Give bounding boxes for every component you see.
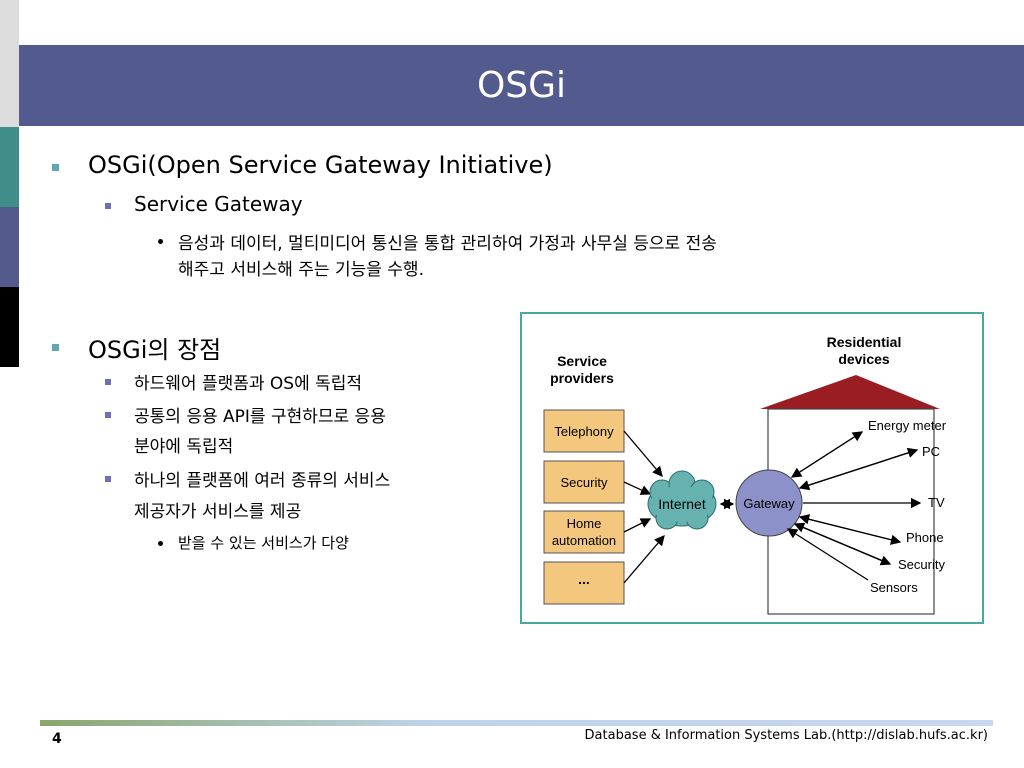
bullet-square-small — [105, 412, 111, 418]
device-tv: TV — [928, 495, 945, 510]
provider-more-label: ... — [578, 571, 590, 587]
provider-box-security — [543, 460, 625, 504]
device-phone: Phone — [906, 530, 944, 545]
sub-bullet-providers-line1: 하나의 플랫폼에 여러 종류의 서비스 — [134, 471, 391, 491]
detail-line-1: 음성과 데이터, 멀티미디어 통신을 통합 관리하여 가정과 사무실 등으로 전… — [178, 234, 717, 254]
bullet-square — [52, 344, 59, 351]
sub-bullet-providers-line2: 제공자가 서비스를 제공 — [134, 502, 302, 522]
house-roof — [760, 375, 940, 409]
footer-divider — [40, 720, 993, 726]
bullet-dot — [158, 239, 163, 244]
decor-strip-indigo — [0, 207, 19, 287]
footer-lab-name: Database & Information Systems Lab.(http… — [584, 728, 988, 743]
gateway-label: Gateway — [743, 496, 795, 511]
arrow-telephony-internet — [623, 430, 663, 477]
residential-title-2: devices — [838, 351, 890, 367]
device-energy-meter: Energy meter — [868, 418, 947, 433]
bullet-square-small — [105, 203, 111, 209]
osgi-architecture-figure: Service providers Residential devices Te… — [520, 312, 984, 624]
arrow-phone-gateway — [798, 514, 901, 543]
figure-diagram: Service providers Residential devices Te… — [543, 334, 947, 615]
detail-line-2: 해주고 서비스해 주는 기능을 수행. — [178, 260, 424, 280]
decor-strip-black — [0, 287, 19, 367]
decor-strip-gray — [0, 0, 19, 127]
provider-home-label: Home — [567, 516, 602, 531]
page-number: 4 — [52, 731, 62, 747]
bullet-osgi-definition: OSGi(Open Service Gateway Initiative) — [88, 151, 553, 179]
residential-title: Residential — [827, 334, 902, 350]
detail-various-services: 받을 수 있는 서비스가 다양 — [178, 534, 349, 552]
device-sensors: Sensors — [870, 580, 918, 595]
arrow-home-internet — [623, 518, 652, 533]
bullet-square-small — [105, 379, 111, 385]
provider-automation-label: automation — [552, 533, 616, 548]
decor-strip-teal — [0, 127, 19, 207]
arrow-more-internet — [623, 535, 665, 584]
arrow-security-gateway — [793, 522, 891, 565]
arrow-pc-gateway — [798, 449, 918, 491]
arrow-security-internet — [623, 481, 652, 495]
sub-bullet-independence: 하드웨어 플랫폼과 OS에 독립적 — [134, 374, 363, 394]
bullet-square — [52, 164, 59, 171]
provider-security-label: Security — [561, 475, 608, 490]
device-pc: PC — [922, 444, 940, 459]
internet-label: Internet — [658, 496, 706, 512]
provider-box-more — [543, 561, 625, 605]
arrow-sensors-gateway — [786, 528, 869, 581]
bullet-dot — [158, 541, 163, 546]
sub-bullet-api-line2: 분야에 독립적 — [134, 437, 234, 457]
provider-telephony-label: Telephony — [554, 424, 614, 439]
internet-cloud — [647, 470, 717, 530]
provider-box-telephony — [543, 409, 625, 453]
bullet-osgi-advantages: OSGi의 장점 — [88, 336, 222, 364]
bullet-square-small — [105, 476, 111, 482]
sub-bullet-service-gateway: Service Gateway — [134, 192, 303, 216]
title-bar — [19, 45, 1024, 126]
device-security: Security — [898, 557, 945, 572]
sub-bullet-api-line1: 공통의 응용 API를 구현하므로 응용 — [134, 407, 386, 427]
arrow-energy-gateway — [790, 431, 863, 478]
providers-title-2: providers — [550, 370, 614, 386]
gateway-node — [735, 469, 803, 537]
slide-title: OSGi — [476, 65, 567, 106]
providers-title: Service — [557, 353, 607, 369]
